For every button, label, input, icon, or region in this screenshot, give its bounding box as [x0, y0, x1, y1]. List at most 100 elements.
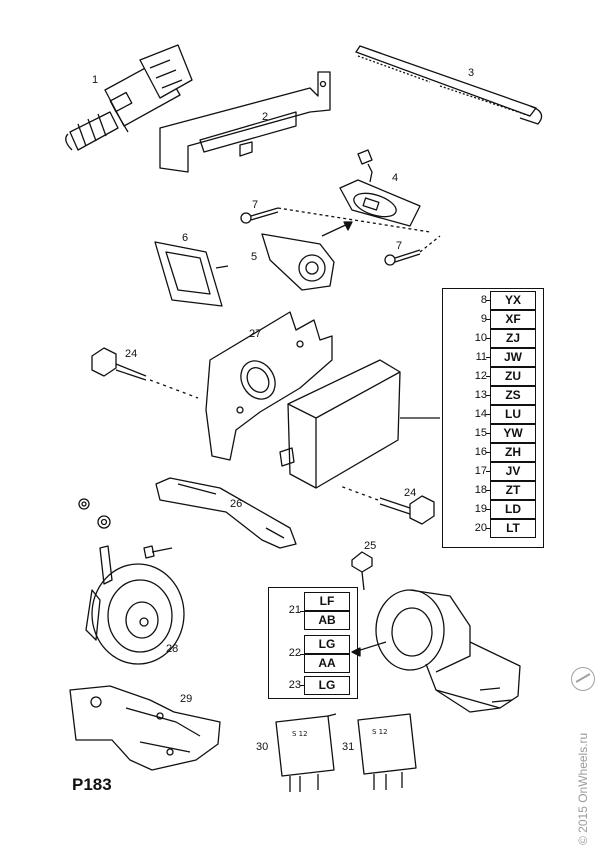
code-value: LG: [304, 676, 350, 695]
code-index: 8: [480, 294, 487, 306]
code-index: 21: [288, 604, 301, 616]
part-7-screws: [240, 207, 441, 266]
part-6-gasket: [154, 241, 229, 307]
callout-7-lower: 7: [396, 240, 403, 252]
ignition-ring-assembly: [351, 589, 521, 713]
part-29-bracket: [69, 685, 221, 771]
code-index: 22: [288, 647, 301, 659]
callout-29: 29: [180, 693, 193, 705]
relay-30: S 12: [275, 713, 337, 792]
code-value: XF: [490, 310, 536, 329]
code-index: 10: [474, 332, 487, 344]
watermark: © 2015 OnWheels.ru: [576, 732, 590, 845]
svg-text:S 12: S 12: [372, 728, 388, 736]
callout-26: 26: [230, 498, 243, 510]
code-group: 22 LG AA: [269, 635, 357, 673]
callout-27: 27: [249, 328, 262, 340]
code-group: 23 LG: [269, 676, 357, 695]
part-5-lens: [261, 233, 335, 291]
code-value: LU: [490, 405, 536, 424]
code-value: ZJ: [490, 329, 536, 348]
code-index: 16: [474, 446, 487, 458]
code-tick: [486, 319, 492, 320]
code-tick: [486, 433, 492, 434]
callout-1: 1: [92, 74, 99, 86]
code-index: 19: [474, 503, 487, 515]
code-value: ZH: [490, 443, 536, 462]
code-value: JV: [490, 462, 536, 481]
watermark-logo-icon: [571, 667, 595, 691]
callout-2: 2: [262, 111, 269, 123]
code-value: LD: [490, 500, 536, 519]
part-26-rail: [155, 477, 297, 549]
code-value: ZS: [490, 386, 536, 405]
callout-7-upper: 7: [252, 199, 259, 211]
code-value: YW: [490, 424, 536, 443]
code-index: 20: [474, 522, 487, 534]
code-index: 17: [474, 465, 487, 477]
code-index: 15: [474, 427, 487, 439]
code-tick: [486, 376, 492, 377]
callout-5: 5: [251, 251, 258, 263]
code-tick: [300, 654, 306, 655]
code-tick: [486, 452, 492, 453]
code-tick: [486, 414, 492, 415]
callout-31: 31: [342, 741, 355, 753]
code-value: YX: [490, 291, 536, 310]
sheet-code: P183: [72, 775, 112, 794]
callout-3: 3: [468, 67, 475, 79]
code-tick: [486, 395, 492, 396]
svg-text:S 12: S 12: [292, 730, 308, 738]
part-2-bracket: [159, 71, 331, 173]
code-index: 12: [474, 370, 487, 382]
coil-code-table: 21 LF AB 22 LG AA 23 LG: [268, 587, 358, 699]
code-value: LT: [490, 519, 536, 538]
code-index: 23: [288, 679, 301, 691]
part-4-lamp-housing: [339, 149, 421, 227]
code-value: AB: [304, 611, 350, 630]
part-25-screw: [351, 551, 373, 591]
callout-30: 30: [256, 741, 269, 753]
code-index: 11: [475, 351, 487, 363]
code-tick: [486, 509, 492, 510]
code-index: 14: [474, 408, 487, 420]
callout-4: 4: [392, 172, 399, 184]
code-value: LG: [304, 635, 350, 654]
part-28-horn: [78, 498, 185, 665]
part-24-screw-left: [91, 347, 199, 399]
code-value: AA: [304, 654, 350, 673]
callout-6: 6: [182, 232, 189, 244]
code-value: LF: [304, 592, 350, 611]
code-value: JW: [490, 348, 536, 367]
code-index: 13: [474, 389, 487, 401]
code-tick: [486, 528, 492, 529]
part-27-module-bracket: [205, 311, 333, 461]
relay-31: S 12: [357, 713, 417, 790]
callout-24-right: 24: [404, 487, 417, 499]
code-tick: [300, 685, 306, 686]
code-tick: [486, 490, 492, 491]
code-index: 9: [480, 313, 487, 325]
control-module: [279, 359, 440, 489]
callout-24-left: 24: [125, 348, 138, 360]
part-24-screw-right: [339, 485, 435, 525]
callout-25: 25: [364, 540, 377, 552]
code-tick: [486, 338, 492, 339]
code-tick: [486, 357, 492, 358]
code-value: ZT: [490, 481, 536, 500]
code-index: 18: [474, 484, 487, 496]
code-tick: [300, 611, 306, 612]
